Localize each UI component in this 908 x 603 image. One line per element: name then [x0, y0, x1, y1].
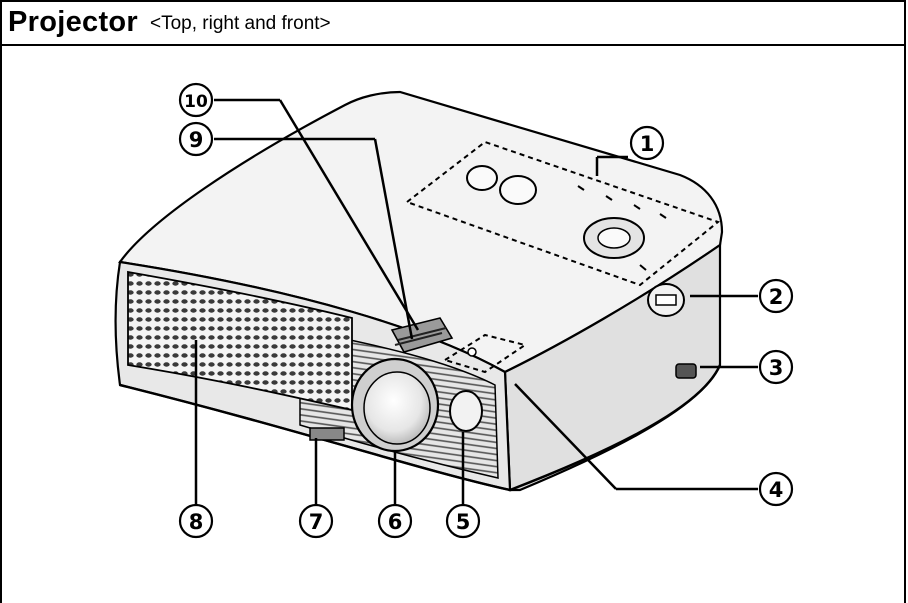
svg-text:5: 5 [456, 510, 471, 534]
indicator-area [442, 333, 528, 374]
svg-text:1: 1 [640, 132, 655, 156]
callout-9: 9 [178, 121, 214, 157]
callout-3: 3 [758, 349, 794, 385]
callout-6: 6 [377, 503, 413, 539]
svg-text:10: 10 [184, 92, 208, 112]
callout-8: 8 [178, 503, 214, 539]
figure-subtitle: <Top, right and front> [150, 13, 331, 34]
projection-lens [350, 357, 440, 453]
svg-text:9: 9 [189, 128, 204, 152]
zoom-focus-rings [390, 317, 454, 353]
svg-text:4: 4 [769, 478, 784, 502]
control-panel [404, 140, 721, 287]
control-button-small [466, 165, 498, 191]
projector-bottom-edge [119, 364, 722, 492]
front-foot-release [309, 427, 345, 441]
adjustable-foot [675, 363, 697, 379]
svg-text:6: 6 [388, 510, 403, 534]
figure-header: Projector <Top, right and front> [0, 0, 906, 46]
callout-10: 10 [178, 82, 214, 118]
callout-5: 5 [445, 503, 481, 539]
security-lock [647, 283, 685, 317]
callout-7: 7 [298, 503, 334, 539]
leader-lines [194, 98, 758, 505]
remote-sensor-front [449, 390, 483, 432]
callout-1: 1 [629, 125, 665, 161]
figure-title: Projector [8, 5, 139, 38]
svg-text:3: 3 [769, 356, 784, 380]
control-button-large [499, 175, 537, 205]
svg-text:7: 7 [309, 510, 324, 534]
svg-text:2: 2 [769, 285, 784, 309]
svg-text:8: 8 [189, 510, 204, 534]
callout-4: 4 [758, 471, 794, 507]
callout-2: 2 [758, 278, 794, 314]
